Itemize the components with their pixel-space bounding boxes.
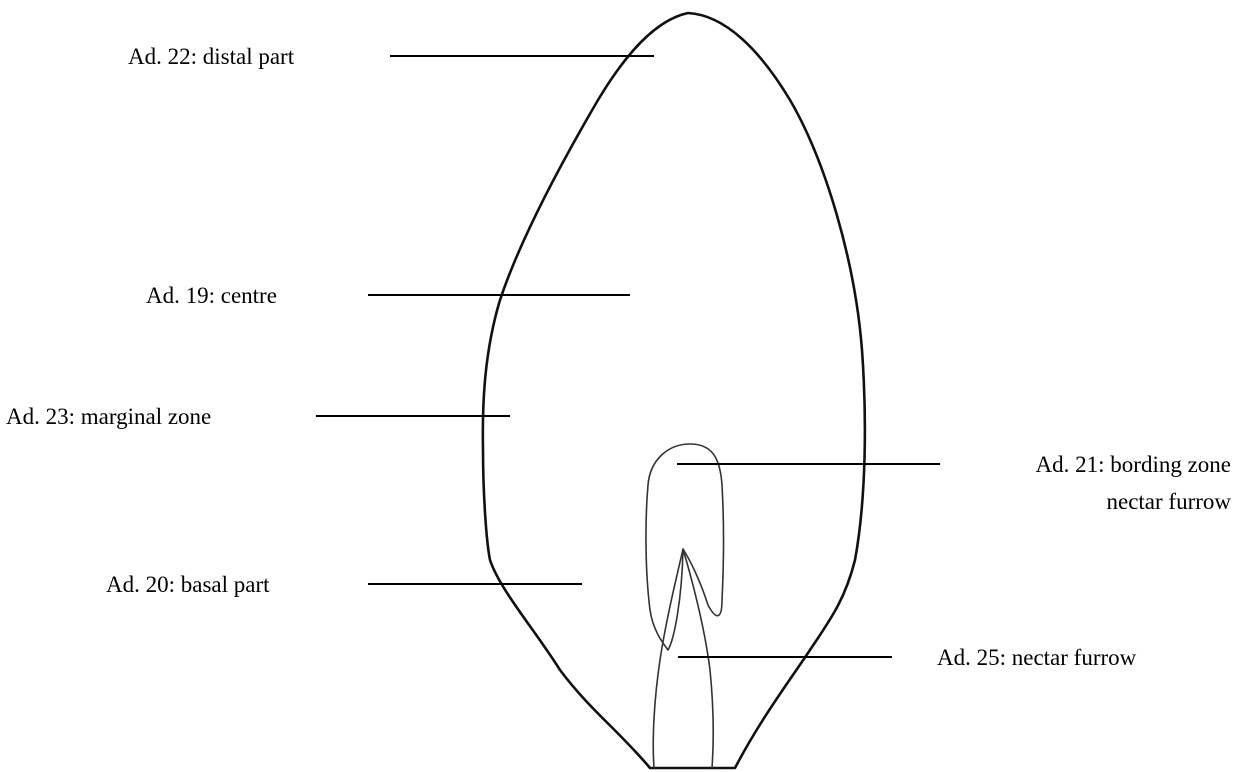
bording-zone-outline — [646, 444, 724, 650]
petal-outline — [483, 13, 865, 768]
label-nectar-furrow: Ad. 25: nectar furrow — [937, 645, 1137, 670]
label-centre: Ad. 19: centre — [146, 283, 277, 308]
nectar-furrow-outline — [653, 549, 713, 768]
label-marginal-zone: Ad. 23: marginal zone — [6, 404, 211, 429]
label-distal-part: Ad. 22: distal part — [128, 44, 295, 69]
label-bording-zone: Ad. 21: bording zone — [1036, 452, 1231, 477]
label-basal-part: Ad. 20: basal part — [106, 572, 270, 597]
label-bording-zone-line2: nectar furrow — [1106, 489, 1231, 514]
